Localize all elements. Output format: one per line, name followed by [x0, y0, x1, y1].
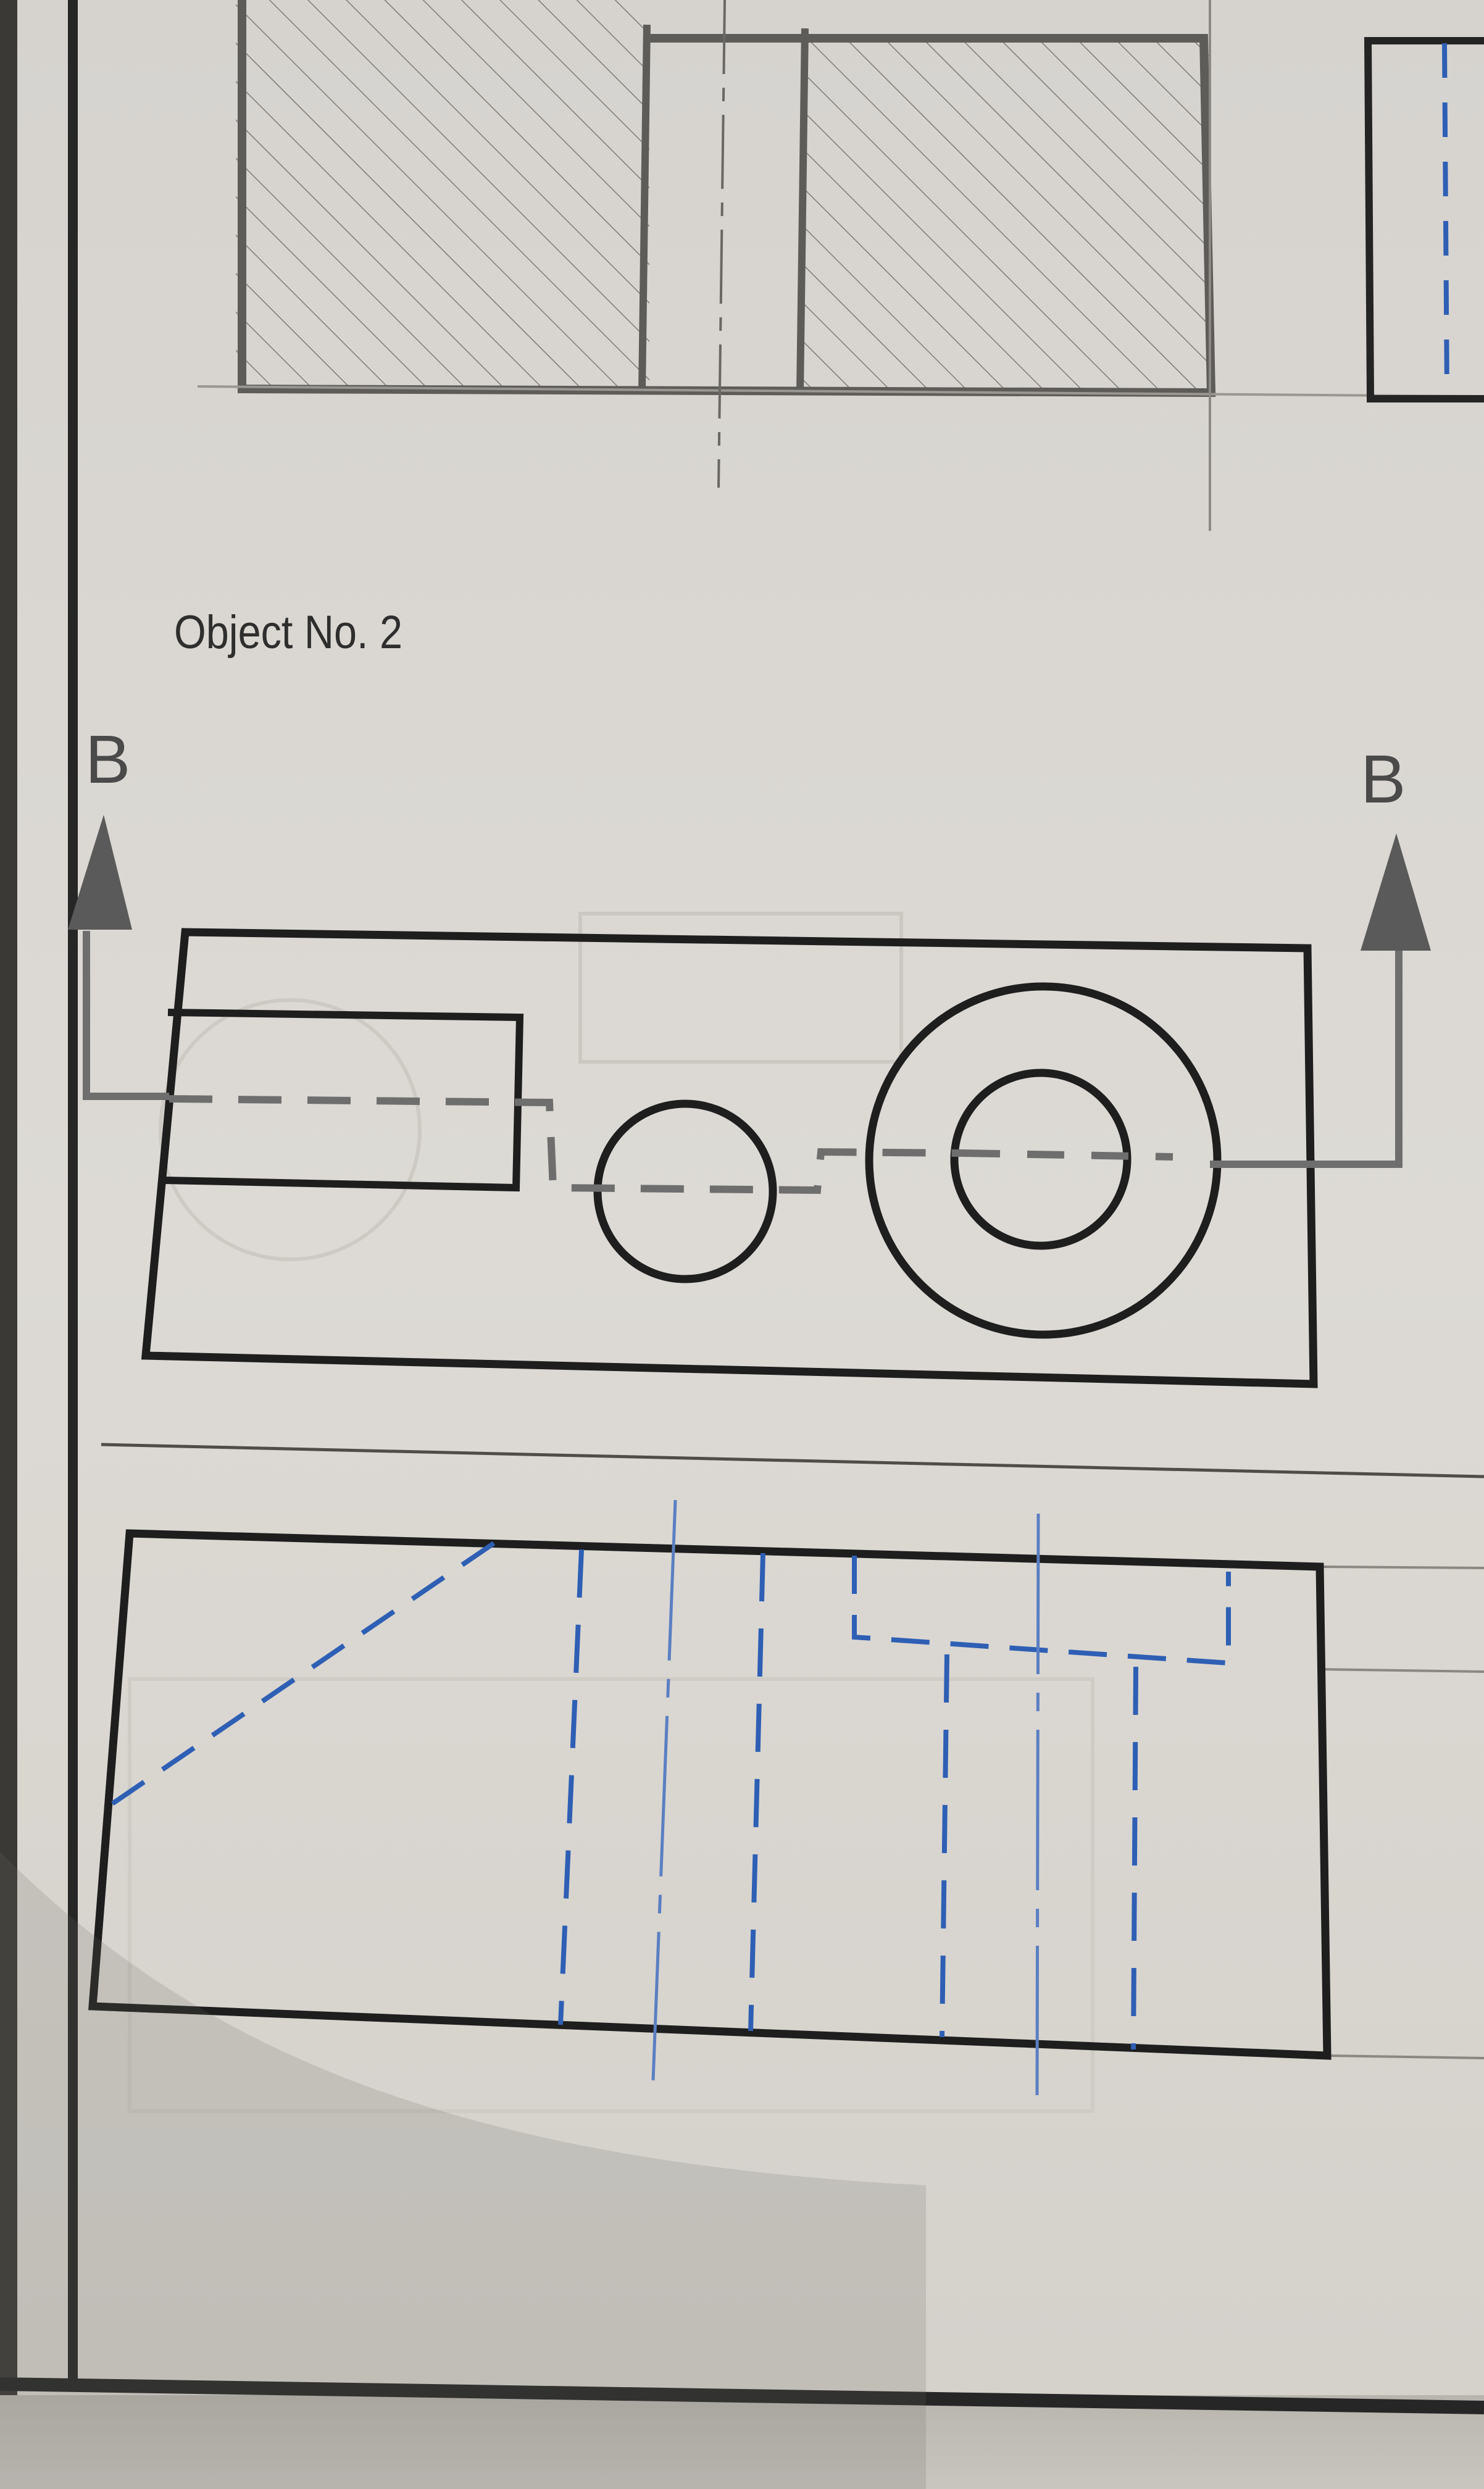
bottom-shadow: [0, 2395, 1484, 2489]
object-label: Object No. 2: [174, 606, 402, 659]
bottom-border-line: [0, 2377, 1484, 2414]
upper-hatch-right: [802, 37, 1210, 389]
projection-line-lower: [1319, 1668, 1484, 1673]
ghost-shape: [578, 912, 903, 1064]
ghost-circle: [159, 998, 422, 1261]
hidden-slope-line: [103, 1541, 496, 1811]
cutting-plane-offset: [169, 1095, 964, 1194]
upper-inner-wall-left: [638, 24, 651, 391]
upper-centerline: [717, 0, 726, 488]
hidden-hole-right-edge: [748, 1553, 765, 2032]
cutting-plane-center: [962, 1149, 1173, 1161]
centerline-small-hole: [651, 1499, 677, 2081]
projection-line-bottom: [1327, 2054, 1484, 2059]
projection-line-upper: [1319, 1566, 1484, 1569]
ghost-frame: [128, 1677, 1094, 2113]
elevation-outline: [88, 1529, 1332, 2060]
cutting-plane-line: [83, 931, 1403, 1168]
left-dark-edge: [0, 0, 17, 2489]
front-elevation: [88, 1499, 1332, 2113]
cutting-plane-label-right: B: [1361, 741, 1406, 817]
hidden-hole-left-edge: [558, 1549, 584, 2025]
side-view-fragment: [1364, 37, 1484, 402]
hidden-counterbore: [852, 1556, 1231, 1666]
upper-section-view: [197, 0, 1484, 531]
cutting-plane-label-left: B: [85, 722, 130, 798]
centerline-counterbore: [1035, 1513, 1040, 2096]
cutting-arrow-right: [1361, 833, 1431, 951]
plan-view: B B: [68, 722, 1431, 1388]
upper-hatch-left: [236, 0, 649, 389]
upper-bottom-projection: [197, 385, 1484, 398]
upper-inner-wall-right: [796, 28, 809, 392]
plan-outline: [141, 928, 1318, 1388]
hidden-through-hole-left: [940, 1654, 949, 2038]
cutting-arrow-left: [68, 815, 132, 930]
hidden-through-hole-right: [1131, 1666, 1138, 2050]
hand-shadow: [0, 1852, 926, 2489]
view-separator: [101, 1443, 1484, 1478]
